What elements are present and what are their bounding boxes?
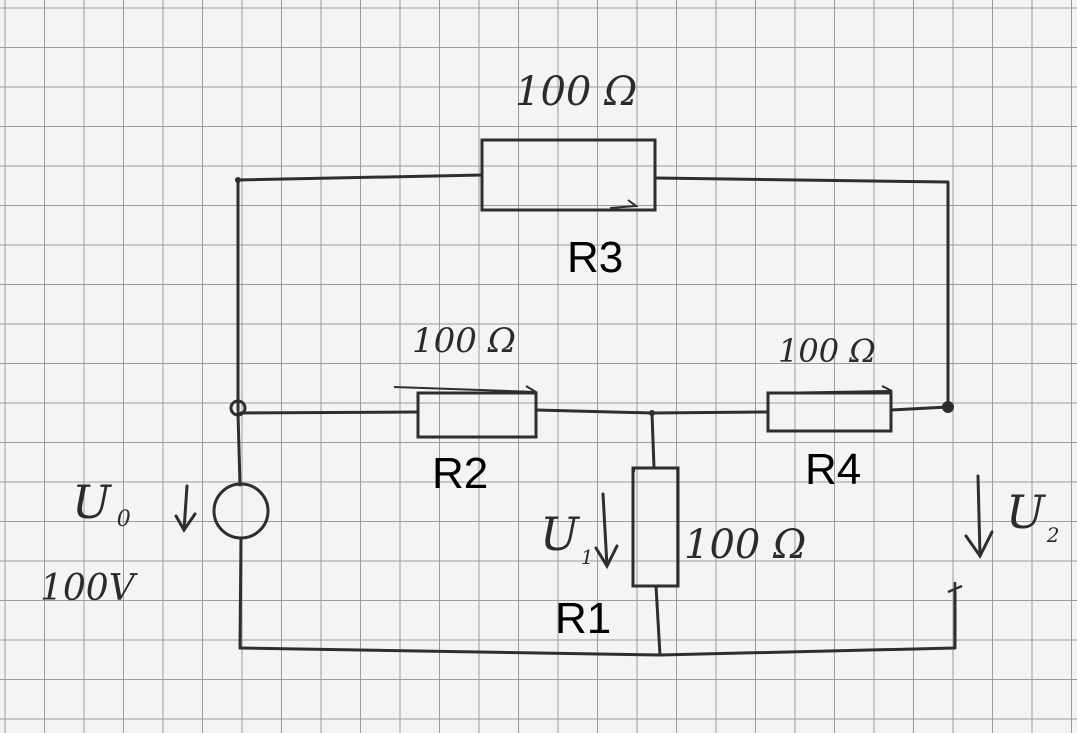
r3-arrow-mark: [609, 199, 639, 209]
node-middle-dot: [649, 410, 655, 416]
r2-arrow-mark: [393, 385, 537, 393]
r1-arrow-mark: [633, 467, 672, 472]
r1-value: 100 Ω: [684, 522, 806, 568]
wire-r1-to-bottom: [654, 584, 662, 657]
wire-source-to-bottom: [238, 536, 243, 650]
wire-left-to-r2: [236, 410, 420, 415]
r3-label: R3: [567, 233, 623, 282]
wire-r4-to-right: [889, 405, 950, 412]
resistor-r4: [766, 391, 893, 433]
r2-label: R2: [432, 449, 488, 498]
u0-name: U: [72, 475, 113, 529]
wire-node-to-r4: [650, 410, 770, 415]
u1-arrow-icon: [594, 492, 619, 570]
wire-top-right: [653, 176, 950, 410]
resistor-r1: [631, 466, 680, 588]
node-left-terminal: [229, 399, 247, 417]
u0-subscript: 0: [117, 507, 131, 532]
wire-node-to-r1: [650, 411, 656, 470]
r4-arrow-mark: [769, 385, 893, 394]
node-right-terminal: [947, 582, 963, 598]
wire-left-to-source: [236, 411, 242, 487]
u0-value: 100V: [40, 568, 139, 609]
r2-value: 100 Ω: [412, 321, 516, 361]
r3-value: 100 Ω: [515, 69, 637, 115]
r1-label: R1: [555, 594, 611, 643]
r4-value: 100 Ω: [778, 332, 876, 370]
voltage-source-symbol: [212, 482, 270, 540]
u1-subscript: 1: [581, 545, 594, 569]
u2-name: U: [1006, 485, 1047, 539]
wire-r2-to-node: [534, 408, 654, 415]
wire-bottom: [238, 590, 957, 657]
u1-name: U: [540, 507, 581, 561]
u2-subscript: 2: [1046, 523, 1060, 547]
node-top-left-dot: [235, 177, 241, 183]
u2-arrow-icon: [964, 474, 994, 559]
resistor-r2: [416, 391, 538, 439]
r4-label: R4: [805, 445, 861, 494]
node-right-dot: [942, 401, 954, 413]
resistor-r3: [480, 138, 657, 212]
u0-arrow-icon: [174, 484, 197, 533]
